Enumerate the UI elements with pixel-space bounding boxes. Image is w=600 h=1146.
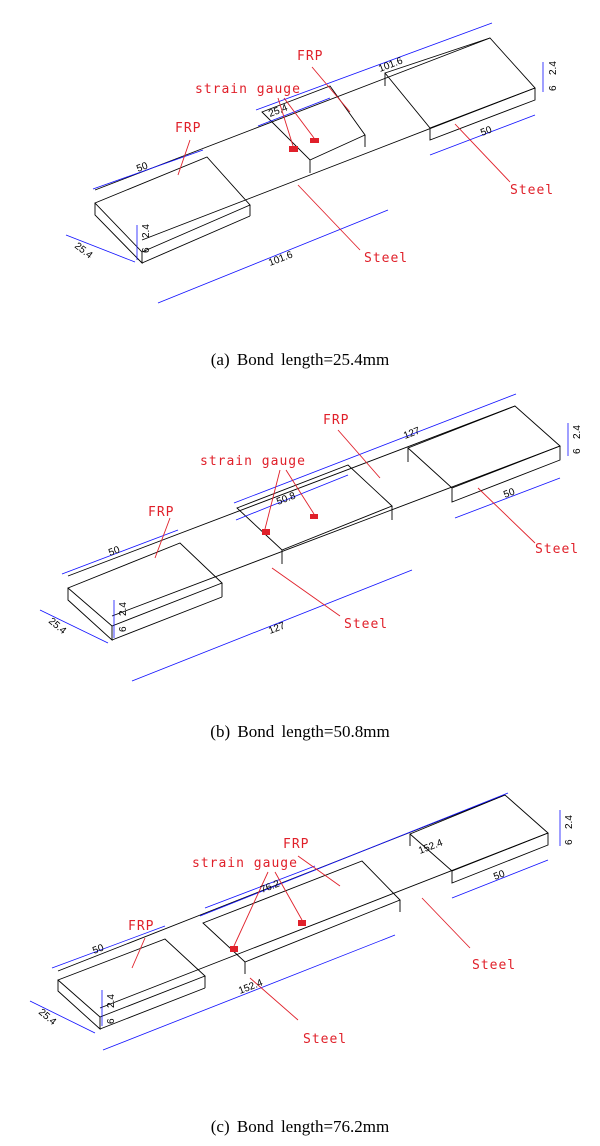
diagram-b: FRP FRP strain gauge Steel Steel 127 50.…	[39, 393, 583, 682]
left-steel-plate	[57, 938, 206, 1031]
diagram-c: FRP FRP strain gauge Steel Steel 152.4 7…	[29, 792, 575, 1051]
dim-steel-thickness: 6	[564, 839, 575, 845]
dim-overall: 127	[402, 425, 422, 441]
dim-plate-right: 50	[492, 868, 507, 882]
caption-a: (a) Bond length=25.4mm	[210, 350, 390, 369]
dim-plate-left: 50	[91, 942, 106, 956]
strain-gauges	[230, 871, 306, 952]
dim-width: 25.4	[36, 1007, 58, 1028]
dim-frp-thickness: 2.4	[548, 61, 559, 75]
dim-bond: 50.8	[275, 490, 298, 507]
diagram-a: FRP FRP strain gauge Steel Steel 101.6 2…	[65, 22, 559, 304]
frp-left-label: FRP	[128, 919, 154, 934]
dim-frp-thickness-left: 2.4	[141, 224, 152, 238]
strain-gauge-label: strain gauge	[195, 82, 301, 97]
dim-steel-thickness-left: 6	[141, 247, 152, 253]
caption-b: (b) Bond length=50.8mm	[210, 722, 390, 741]
dim-frp-thickness: 2.4	[572, 425, 583, 439]
steel-bottom-label: Steel	[303, 1032, 347, 1047]
dim-steel-thickness: 6	[572, 448, 583, 454]
dim-plate-right: 50	[479, 124, 494, 138]
dim-steel-thickness-left: 6	[118, 626, 129, 632]
frp-left-label: FRP	[148, 505, 174, 520]
left-steel-plate	[94, 156, 251, 265]
frp-top-label: FRP	[323, 413, 349, 428]
caption-c: (c) Bond length=76.2mm	[210, 1117, 390, 1136]
frp-left-label: FRP	[175, 121, 201, 136]
center-plate	[202, 860, 401, 974]
dim-steel-thickness-left: 6	[106, 1018, 117, 1024]
dim-overall-bottom: 101.6	[267, 249, 295, 268]
steel-right-label: Steel	[472, 958, 516, 973]
steel-right-label: Steel	[535, 542, 579, 557]
dim-frp-thickness: 2.4	[564, 815, 575, 829]
center-plate	[261, 85, 366, 173]
frp-strip	[57, 794, 549, 1009]
dim-frp-thickness-left: 2.4	[106, 994, 117, 1008]
right-steel-plate	[409, 794, 549, 884]
center-plate	[236, 464, 393, 564]
frp-strip	[67, 405, 561, 617]
dim-overall: 152.4	[417, 837, 445, 856]
dim-overall-bottom: 152.4	[237, 977, 265, 996]
dim-steel-thickness: 6	[548, 85, 559, 91]
strain-gauge-label: strain gauge	[192, 856, 298, 871]
dim-width: 25.4	[72, 241, 94, 262]
strain-gauges	[262, 469, 318, 535]
strain-gauge-label: strain gauge	[200, 454, 306, 469]
dim-width: 25.4	[46, 616, 68, 637]
frp-top-label: FRP	[283, 837, 309, 852]
steel-right-label: Steel	[510, 183, 554, 198]
dim-overall-bottom: 127	[267, 620, 287, 636]
dim-plate-left: 50	[135, 160, 150, 174]
right-steel-plate	[384, 37, 536, 141]
right-steel-plate	[407, 405, 561, 503]
strain-gauges	[277, 97, 319, 152]
dimension-lines	[39, 393, 569, 682]
steel-bottom-label: Steel	[364, 251, 408, 266]
dim-frp-thickness-left: 2.4	[118, 602, 129, 616]
steel-bottom-label: Steel	[344, 617, 388, 632]
dim-plate-right: 50	[502, 486, 517, 500]
dimension-lines	[29, 792, 561, 1051]
frp-top-label: FRP	[297, 49, 323, 64]
left-steel-plate	[67, 542, 223, 642]
dim-plate-left: 50	[107, 544, 122, 558]
